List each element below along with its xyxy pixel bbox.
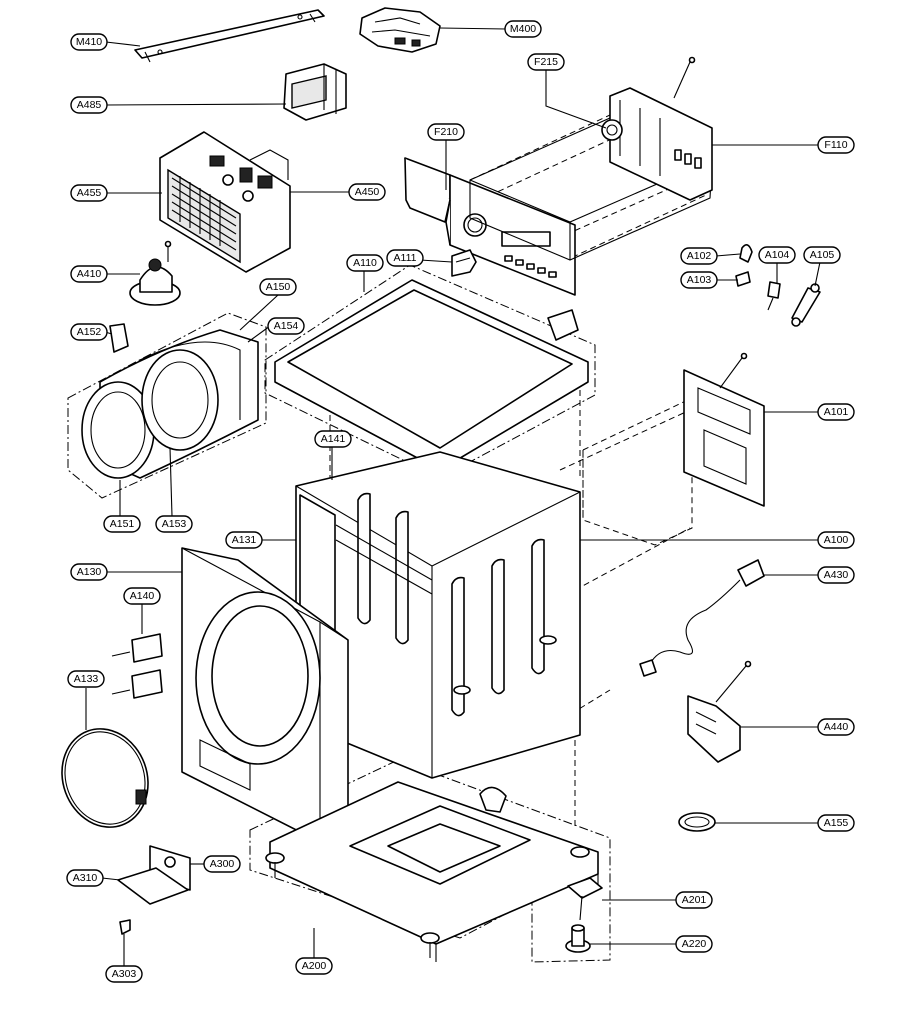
part-a300-service-cover	[117, 845, 191, 905]
part-m400-module	[359, 7, 441, 53]
callout-f210: F210	[427, 123, 465, 141]
callout-m400: M400	[504, 20, 542, 38]
part-a130-front-panel	[181, 547, 349, 843]
callout-a154: A154	[267, 317, 305, 335]
part-a110-top-cover	[274, 279, 589, 471]
part-a111-hinge	[451, 249, 477, 277]
svg-text:A455: A455	[77, 187, 102, 199]
part-a440-noise-filter	[687, 660, 752, 763]
callout-f215: F215	[527, 53, 565, 71]
callout-a104: A104	[758, 246, 796, 264]
part-a140-door-hinges	[111, 633, 163, 699]
part-a101-rear-panel	[683, 352, 765, 507]
callout-a200: A200	[295, 957, 333, 975]
callout-a440: A440	[817, 718, 855, 736]
svg-text:A105: A105	[810, 249, 835, 261]
callout-a300: A300	[203, 855, 241, 873]
callout-a140: A140	[123, 587, 161, 605]
callout-a103: A103	[680, 271, 718, 289]
callout-a450: A450	[348, 183, 386, 201]
part-f110-detergent-drawer	[469, 56, 713, 261]
callout-a151: A151	[103, 515, 141, 533]
part-a455-pcb	[159, 131, 291, 273]
callout-a152: A152	[70, 323, 108, 341]
callout-a155: A155	[817, 814, 855, 832]
svg-text:A300: A300	[210, 858, 235, 870]
callout-a111: A111	[386, 249, 424, 267]
callout-a133: A133	[67, 670, 105, 688]
svg-text:A152: A152	[77, 326, 102, 338]
callout-a102: A102	[680, 247, 718, 265]
callout-a153: A153	[155, 515, 193, 533]
part-a133-clamp-ring	[61, 728, 149, 828]
part-a155-cap	[678, 812, 716, 832]
svg-text:A100: A100	[824, 534, 849, 546]
part-a485-board	[283, 63, 347, 121]
svg-text:M400: M400	[510, 23, 536, 35]
svg-text:A130: A130	[77, 566, 102, 578]
svg-text:A155: A155	[824, 817, 849, 829]
svg-text:A104: A104	[765, 249, 790, 261]
part-f210-control-panel	[404, 157, 576, 296]
svg-text:A430: A430	[824, 569, 849, 581]
svg-text:F210: F210	[434, 126, 458, 138]
part-a220-leveling-foot	[565, 924, 591, 953]
callout-a101: A101	[817, 403, 855, 421]
svg-text:A200: A200	[302, 960, 327, 972]
callout-a141: A141	[314, 430, 352, 448]
callout-a220: A220	[675, 935, 713, 953]
part-a200-base	[265, 781, 599, 962]
svg-text:A201: A201	[682, 894, 707, 906]
svg-text:A133: A133	[74, 673, 99, 685]
callout-a485: A485	[70, 96, 108, 114]
svg-text:A150: A150	[266, 281, 291, 293]
callout-a455: A455	[70, 184, 108, 202]
svg-text:A310: A310	[73, 872, 98, 884]
svg-text:A450: A450	[355, 186, 380, 198]
callout-a100: A100	[817, 531, 855, 549]
svg-text:A141: A141	[321, 433, 346, 445]
svg-text:A153: A153	[162, 518, 187, 530]
svg-text:A154: A154	[274, 320, 299, 332]
callout-a310: A310	[66, 869, 104, 887]
svg-text:A440: A440	[824, 721, 849, 733]
part-a430-power-cord	[639, 559, 765, 677]
part-m410-bracket	[134, 9, 325, 63]
svg-text:A485: A485	[77, 99, 102, 111]
callout-a150: A150	[259, 278, 297, 296]
callout-a430: A430	[817, 566, 855, 584]
leader-lines	[85, 27, 821, 966]
svg-text:A220: A220	[682, 938, 707, 950]
svg-text:M410: M410	[76, 36, 102, 48]
callout-a131: A131	[225, 531, 263, 549]
part-a150-tub-assembly	[81, 323, 259, 479]
svg-text:A103: A103	[687, 274, 712, 286]
callout-a130: A130	[70, 563, 108, 581]
callout-f110: F110	[817, 136, 855, 154]
svg-text:A101: A101	[824, 406, 849, 418]
part-a104-a105-dampers	[767, 281, 821, 327]
svg-text:A410: A410	[77, 268, 102, 280]
callout-a410: A410	[70, 265, 108, 283]
callout-a201: A201	[675, 891, 713, 909]
part-a410-switch	[129, 240, 181, 306]
svg-text:A151: A151	[110, 518, 135, 530]
svg-text:F215: F215	[534, 56, 558, 68]
svg-text:F110: F110	[824, 139, 847, 151]
callout-m410: M410	[70, 33, 108, 51]
svg-text:A102: A102	[687, 250, 712, 262]
svg-text:A110: A110	[353, 257, 377, 269]
part-a102-a103-fittings	[735, 244, 753, 287]
svg-text:A131: A131	[232, 534, 257, 546]
callout-a105: A105	[803, 246, 841, 264]
svg-text:A111: A111	[394, 252, 417, 264]
callout-a303: A303	[105, 965, 143, 983]
part-a201-bracket	[567, 877, 603, 921]
callout-a110: A110	[346, 254, 384, 272]
part-a303-screw	[119, 919, 131, 966]
svg-text:A303: A303	[112, 968, 137, 980]
svg-text:A140: A140	[130, 590, 155, 602]
